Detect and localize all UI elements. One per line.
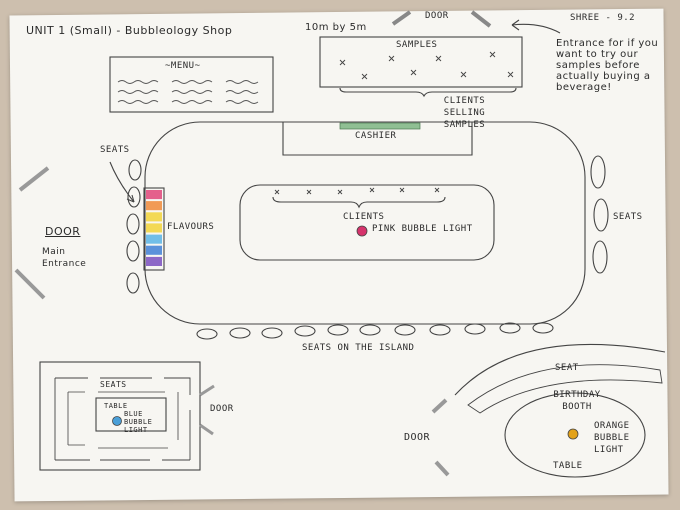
orange-light-label: ORANGE BUBBLE LIGHT bbox=[594, 421, 630, 455]
cashier-label: CASHIER bbox=[355, 131, 397, 141]
samples-label: SAMPLES bbox=[396, 40, 438, 50]
clients-selling-label: CLIENTS SELLING SAMPLES bbox=[443, 96, 486, 130]
author-label: SHREE - 9.2 bbox=[570, 13, 636, 23]
client-marks bbox=[274, 187, 440, 195]
bottom-door-top bbox=[431, 398, 448, 414]
menu-board bbox=[109, 56, 274, 113]
room-seats-label: SEATS bbox=[100, 380, 127, 389]
room-table-label: TABLE bbox=[104, 402, 128, 410]
birthday-booth-label: BIRTHDAY BOOTH bbox=[553, 390, 601, 412]
flavours-rack bbox=[143, 187, 165, 271]
seats-island-label: SEATS ON THE ISLAND bbox=[302, 343, 415, 353]
bottom-door-bottom bbox=[434, 460, 450, 477]
top-door-left bbox=[391, 10, 412, 26]
blue-light-label: BLUE BUBBLE LIGHT bbox=[124, 410, 153, 434]
small-room bbox=[39, 361, 201, 471]
entrance-arrow bbox=[511, 23, 561, 34]
clients-brace bbox=[272, 196, 446, 209]
seats-left-label: SEATS bbox=[100, 145, 130, 155]
plan-dimensions: 10m by 5m bbox=[305, 22, 367, 33]
small-room-table bbox=[95, 397, 167, 432]
cashier-strip bbox=[339, 122, 421, 130]
left-door-top bbox=[18, 166, 50, 192]
flavour-swatch bbox=[146, 234, 162, 244]
sample-marks bbox=[339, 51, 514, 80]
seats-right-label: SEATS bbox=[613, 212, 643, 222]
booth-wall-arc bbox=[454, 344, 666, 396]
seats-left-arrow bbox=[109, 161, 135, 203]
main-entrance-label: Main Entrance bbox=[42, 247, 87, 269]
orange-bubble-light-icon bbox=[567, 428, 579, 440]
table-label: TABLE bbox=[553, 461, 583, 471]
clients-label: CLIENTS bbox=[343, 212, 385, 222]
flavour-swatch bbox=[146, 245, 162, 255]
flavour-swatch bbox=[146, 201, 162, 211]
room-door-label: DOOR bbox=[210, 404, 234, 414]
left-door-bottom bbox=[14, 268, 46, 300]
small-room-door-bottom bbox=[199, 423, 214, 436]
flavour-swatch bbox=[146, 190, 162, 200]
pink-bubble-light-icon bbox=[356, 225, 368, 237]
cashier-counter bbox=[282, 122, 473, 156]
top-door-right bbox=[470, 10, 492, 28]
right-seats bbox=[590, 155, 609, 274]
samples-area bbox=[319, 36, 523, 88]
blue-bubble-light-icon bbox=[112, 416, 122, 426]
flavours-label: FLAVOURS bbox=[167, 222, 215, 232]
menu-label: ~MENU~ bbox=[165, 61, 201, 71]
pink-light-label: PINK BUBBLE LIGHT bbox=[372, 224, 473, 234]
clients-area bbox=[239, 184, 495, 261]
island-seats bbox=[196, 322, 554, 340]
island-outline bbox=[144, 121, 586, 325]
booth-table bbox=[504, 392, 646, 478]
samples-brace bbox=[339, 87, 517, 98]
left-seats bbox=[126, 159, 142, 294]
bottom-door-label: DOOR bbox=[404, 432, 431, 443]
main-door-label: DOOR bbox=[45, 225, 81, 238]
small-room-door-top bbox=[199, 384, 215, 397]
flavour-swatch bbox=[146, 256, 162, 266]
flavour-swatch bbox=[146, 223, 162, 233]
top-door-label: DOOR bbox=[425, 11, 449, 21]
seat-label: SEAT bbox=[555, 363, 579, 373]
plan-title: UNIT 1 (Small) - Bubbleology Shop bbox=[26, 24, 233, 37]
booth-seat-bench bbox=[467, 364, 663, 414]
flavour-swatches bbox=[146, 190, 162, 266]
entrance-note: Entrance for if you want to try our samp… bbox=[556, 38, 659, 93]
flavour-swatch bbox=[146, 212, 162, 222]
